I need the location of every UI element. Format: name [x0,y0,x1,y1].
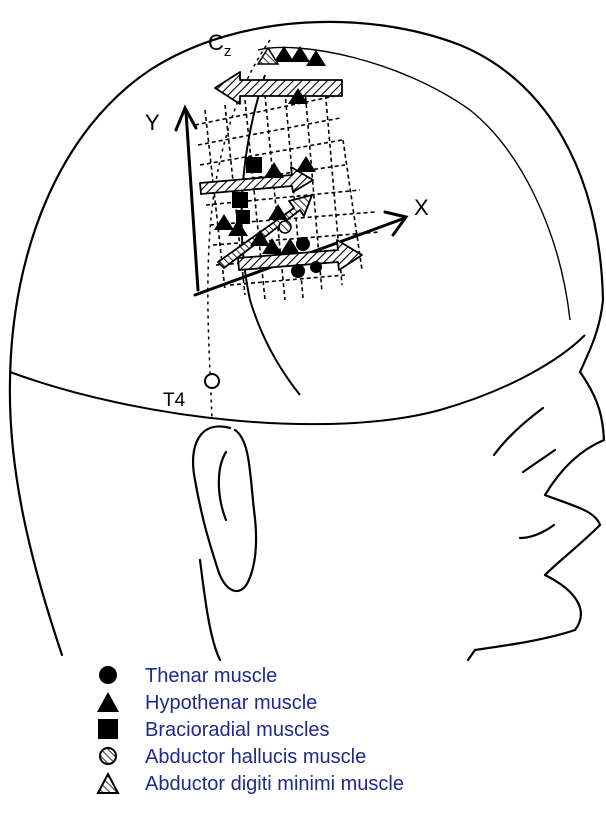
filled-triangle-icon [95,690,121,714]
legend-label: Abductor digiti minimi muscle [145,773,404,795]
thenar-marker [296,237,310,251]
cap-band-line [10,335,585,424]
stimulation-grid [195,88,380,300]
hatched-triangle-icon [95,771,121,795]
head-outline [10,22,604,660]
legend-item: Bracioradial muscles [95,716,555,743]
t4-label: T4 [163,390,186,411]
axis-x-label: X [414,195,429,220]
hypothenar-marker [268,204,288,220]
hypothenar-marker [296,156,316,172]
legend-label: Bracioradial muscles [145,719,330,741]
legend-item: Abductor digiti minimi muscle [95,770,555,797]
filled-square-icon [95,717,121,741]
y-axis [176,108,198,290]
thenar-marker [291,264,305,278]
central-sulcus [242,75,300,395]
t4-electrode-marker [205,374,219,388]
legend: Thenar muscle Hypothenar muscle Braciora… [95,662,555,797]
abductor-digiti-minimi-marker [258,48,278,64]
legend-item: Hypothenar muscle [95,689,555,716]
legend-label: Hypothenar muscle [145,692,317,714]
arrow-cz [215,72,342,104]
axis-y-label: Y [145,110,160,135]
thenar-marker [310,261,322,273]
legend-item: Abductor hallucis muscle [95,743,555,770]
hypothenar-marker [274,46,294,62]
hatched-circle-icon [95,744,121,768]
hypothenar-marker [264,162,284,178]
bracioradial-marker [246,157,262,173]
filled-circle-icon [95,663,121,687]
legend-item: Thenar muscle [95,662,555,689]
bracioradial-marker [232,192,248,208]
legend-label: Thenar muscle [145,665,277,687]
hypothenar-marker [306,50,326,66]
response-arrows [200,72,362,270]
legend-label: Abductor hallucis muscle [145,746,366,768]
abductor-hallucis-marker [279,221,291,233]
